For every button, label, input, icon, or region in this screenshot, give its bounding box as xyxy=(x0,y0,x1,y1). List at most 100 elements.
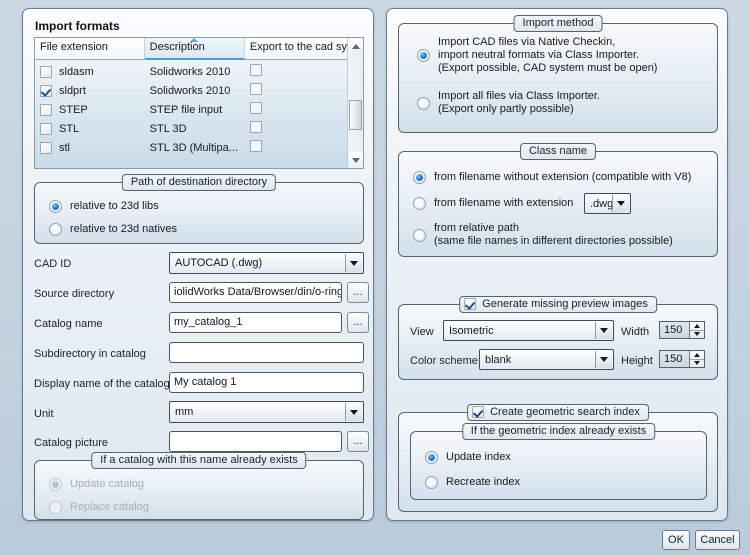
label-view: View xyxy=(410,326,434,338)
chevron-down-icon[interactable] xyxy=(345,403,362,421)
cell-file-extension: STEP xyxy=(59,103,88,116)
height-increment-button[interactable] xyxy=(690,351,704,360)
chevron-down-icon[interactable] xyxy=(345,254,362,272)
table-vertical-scrollbar[interactable] xyxy=(347,38,363,168)
radio-relative-path[interactable]: from relative path (same file names in d… xyxy=(413,222,673,248)
row-export-checkbox[interactable] xyxy=(249,83,262,95)
radio-icon[interactable] xyxy=(425,475,438,489)
page-title: Import formats xyxy=(35,19,120,33)
catalog-exists-group: If a catalog with this name already exis… xyxy=(34,452,364,520)
preview-images-group: Generate missing preview images View Iso… xyxy=(398,296,718,380)
table-row[interactable]: STL STL 3D xyxy=(35,119,363,138)
scroll-down-button[interactable] xyxy=(348,152,363,168)
geometric-index-legend[interactable]: Create geometric search index xyxy=(467,404,649,421)
cell-description: STEP file input xyxy=(149,103,223,116)
extension-select[interactable]: .dwg xyxy=(584,193,631,214)
import-formats-table[interactable]: File extension Description Export to the… xyxy=(34,37,364,169)
display-name-input[interactable]: My catalog 1 xyxy=(169,372,364,393)
label-height: Height xyxy=(621,355,653,367)
destination-directory-group: Path of destination directory relative t… xyxy=(34,174,364,244)
radio-icon[interactable] xyxy=(417,49,430,62)
import-options-panel: Import method Import CAD files via Nativ… xyxy=(386,8,728,521)
geometric-index-group: Create geometric search index If the geo… xyxy=(398,404,718,512)
radio-recreate-index[interactable]: Recreate index xyxy=(425,475,520,489)
source-directory-input[interactable]: iolidWorks Data/Browser/din/o-rings xyxy=(169,282,342,303)
scroll-up-button[interactable] xyxy=(348,38,363,54)
radio-icon[interactable] xyxy=(413,228,426,242)
radio-icon[interactable] xyxy=(49,222,62,236)
chevron-down-icon[interactable] xyxy=(595,322,612,339)
row-export-checkbox[interactable] xyxy=(249,140,262,152)
column-export-to-cad[interactable]: Export to the cad system xyxy=(244,38,363,60)
radio-icon[interactable] xyxy=(413,196,426,210)
preview-images-legend[interactable]: Generate missing preview images xyxy=(459,296,657,313)
row-select-checkbox[interactable] xyxy=(40,141,52,154)
table-row[interactable]: stl STL 3D (Multipa... xyxy=(35,138,363,157)
radio-icon[interactable] xyxy=(49,477,62,491)
catalog-picture-input[interactable] xyxy=(169,431,342,452)
import-method-legend: Import method xyxy=(513,15,603,32)
chevron-down-icon[interactable] xyxy=(595,351,612,368)
import-method-group: Import method Import CAD files via Nativ… xyxy=(398,15,718,133)
height-stepper[interactable]: 150 xyxy=(659,350,705,368)
table-row[interactable]: sldprt Solidworks 2010 xyxy=(35,81,363,100)
row-export-checkbox[interactable] xyxy=(249,64,262,76)
checkbox-icon[interactable] xyxy=(472,406,485,418)
radio-import-native-checkin[interactable]: Import CAD files via Native Checkin, imp… xyxy=(417,36,657,75)
row-export-checkbox[interactable] xyxy=(249,121,262,133)
radio-relative-to-natives[interactable]: relative to 23d natives xyxy=(49,222,177,236)
cad-id-select[interactable]: AUTOCAD (.dwg) xyxy=(169,252,364,274)
radio-icon[interactable] xyxy=(417,96,430,110)
width-increment-button[interactable] xyxy=(690,322,704,331)
cell-file-extension: sldasm xyxy=(59,65,94,78)
radio-update-index[interactable]: Update index xyxy=(425,450,511,464)
color-scheme-select[interactable]: blank xyxy=(479,349,614,370)
radio-relative-to-libs[interactable]: relative to 23d libs xyxy=(49,199,159,213)
scrollbar-thumb[interactable] xyxy=(349,100,362,130)
browse-catalog-picture-button[interactable]: ... xyxy=(347,431,369,452)
label-subdirectory: Subdirectory in catalog xyxy=(34,348,146,360)
row-select-checkbox[interactable] xyxy=(40,65,52,78)
cell-file-extension: sldprt xyxy=(59,84,86,97)
row-select-checkbox[interactable] xyxy=(40,84,52,97)
label-source-directory: Source directory xyxy=(34,288,115,300)
browse-source-directory-button[interactable]: ... xyxy=(347,282,369,303)
subdirectory-input[interactable] xyxy=(169,342,364,363)
height-decrement-button[interactable] xyxy=(690,360,704,368)
geometric-index-exists-legend: If the geometric index already exists xyxy=(461,423,656,440)
checkbox-icon[interactable] xyxy=(464,298,477,310)
table-body: sldasm Solidworks 2010 sldprt Solidworks… xyxy=(35,60,363,168)
table-header: File extension Description Export to the… xyxy=(35,38,363,60)
chevron-down-icon[interactable] xyxy=(612,195,629,212)
radio-filename-without-extension[interactable]: from filename without extension (compati… xyxy=(413,170,691,184)
ok-button[interactable]: OK xyxy=(662,530,690,550)
table-row[interactable]: sldasm Solidworks 2010 xyxy=(35,62,363,81)
cell-file-extension: stl xyxy=(59,141,70,154)
geometric-index-exists-group: If the geometric index already exists Up… xyxy=(410,423,707,500)
radio-import-all-class-importer[interactable]: Import all files via Class Importer. (Ex… xyxy=(417,90,600,116)
radio-update-catalog[interactable]: Update catalog xyxy=(49,477,144,491)
label-unit: Unit xyxy=(34,408,54,420)
row-export-checkbox[interactable] xyxy=(249,102,262,114)
radio-icon[interactable] xyxy=(49,199,62,213)
label-catalog-picture: Catalog picture xyxy=(34,437,108,449)
unit-select[interactable]: mm xyxy=(169,401,364,423)
column-file-extension[interactable]: File extension xyxy=(35,38,145,60)
width-stepper[interactable]: 150 xyxy=(659,321,705,339)
view-select[interactable]: Isometric xyxy=(443,320,614,341)
radio-icon[interactable] xyxy=(413,170,426,184)
width-decrement-button[interactable] xyxy=(690,331,704,339)
cancel-button[interactable]: Cancel xyxy=(695,530,740,550)
row-select-checkbox[interactable] xyxy=(40,103,52,116)
browse-catalog-name-button[interactable]: ... xyxy=(347,312,369,333)
column-description[interactable]: Description xyxy=(144,38,245,60)
radio-icon[interactable] xyxy=(425,450,438,464)
row-select-checkbox[interactable] xyxy=(40,122,52,135)
radio-filename-with-extension[interactable]: from filename with extension xyxy=(413,196,573,210)
radio-replace-catalog[interactable]: Replace catalog xyxy=(49,500,149,514)
label-width: Width xyxy=(621,326,650,338)
catalog-name-input[interactable]: my_catalog_1 xyxy=(169,312,342,333)
table-row[interactable]: STEP STEP file input xyxy=(35,100,363,119)
class-name-group: Class name from filename without extensi… xyxy=(398,143,718,257)
radio-icon[interactable] xyxy=(49,500,62,514)
